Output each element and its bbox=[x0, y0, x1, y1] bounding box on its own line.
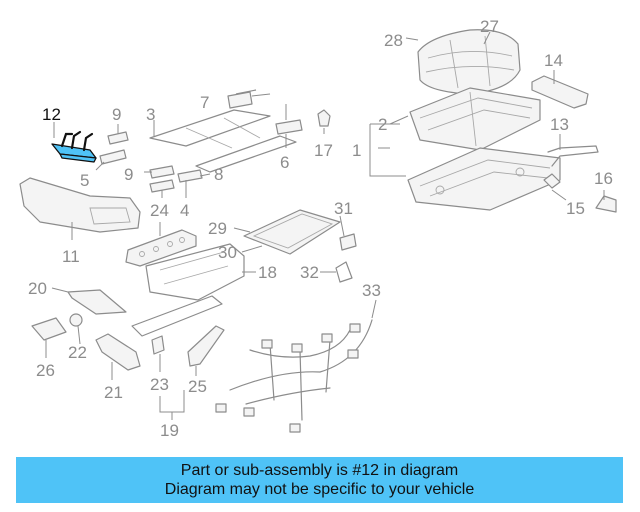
callout-26: 26 bbox=[36, 361, 55, 380]
part-track-3 bbox=[149, 109, 297, 173]
callout-9a: 9 bbox=[112, 105, 121, 124]
part-handle-21 bbox=[95, 333, 141, 371]
callout-13: 13 bbox=[550, 115, 569, 134]
callout-4: 4 bbox=[180, 201, 189, 220]
part-side-panel-11 bbox=[19, 177, 141, 233]
callout-7: 7 bbox=[200, 93, 209, 112]
callout-33: 33 bbox=[362, 281, 381, 300]
callout-5: 5 bbox=[80, 171, 89, 190]
part-4 bbox=[149, 179, 175, 193]
part-bracket-24 bbox=[125, 229, 197, 267]
part-mat-29-30 bbox=[243, 209, 341, 255]
callout-24: 24 bbox=[150, 201, 169, 220]
banner-line-part: Part or sub-assembly is #12 in diagram bbox=[180, 462, 459, 479]
part-7 bbox=[227, 91, 253, 109]
callout-30: 30 bbox=[218, 243, 237, 262]
callout-3: 3 bbox=[146, 105, 155, 124]
part-10 bbox=[235, 89, 257, 95]
callout-27: 27 bbox=[480, 17, 499, 36]
part-bracket-32 bbox=[335, 261, 353, 283]
callout-29: 29 bbox=[208, 219, 227, 238]
callout-11: 11 bbox=[62, 247, 80, 266]
callout-28: 28 bbox=[384, 31, 403, 50]
callout-8: 8 bbox=[214, 165, 223, 184]
callout-2: 2 bbox=[378, 115, 387, 134]
part-frame-18 bbox=[131, 243, 245, 337]
callout-23: 23 bbox=[150, 375, 169, 394]
callout-25: 25 bbox=[188, 377, 207, 396]
callout-12: 12 bbox=[42, 105, 61, 124]
part-harness-33 bbox=[215, 319, 373, 433]
part-trim-25 bbox=[187, 325, 225, 367]
part-cover-20 bbox=[67, 289, 127, 315]
callout-17: 17 bbox=[314, 141, 333, 160]
callout-14: 14 bbox=[544, 51, 563, 70]
part-tray-26 bbox=[31, 317, 67, 341]
part-8 bbox=[177, 169, 203, 183]
callout-1: 1 bbox=[352, 141, 361, 160]
part-6 bbox=[275, 119, 303, 135]
part-9a bbox=[107, 131, 129, 145]
callout-labels: 12 1 2 3 4 5 6 7 8 9 9 11 13 14 15 16 17… bbox=[28, 17, 613, 440]
part-12-highlighted bbox=[51, 130, 97, 163]
part-clip-15 bbox=[543, 173, 561, 189]
leader-lines bbox=[45, 31, 605, 420]
part-5 bbox=[99, 149, 127, 165]
callout-18: 18 bbox=[258, 263, 277, 282]
part-cover-16 bbox=[595, 195, 617, 213]
part-sensor-31 bbox=[339, 233, 357, 251]
callout-9b: 9 bbox=[124, 165, 133, 184]
callout-15: 15 bbox=[566, 199, 585, 218]
callout-20: 20 bbox=[28, 279, 47, 298]
callout-31: 31 bbox=[334, 199, 353, 218]
part-seat-frame-2 bbox=[409, 87, 541, 151]
part-clip-23 bbox=[151, 335, 165, 355]
part-knob-17 bbox=[317, 109, 331, 127]
callout-6: 6 bbox=[280, 153, 289, 172]
info-banner: Part or sub-assembly is #12 in diagram D… bbox=[16, 457, 623, 503]
callout-21: 21 bbox=[104, 383, 123, 402]
callout-16: 16 bbox=[594, 169, 613, 188]
part-seat-base-1 bbox=[407, 147, 561, 211]
part-rail-13 bbox=[547, 145, 599, 167]
part-bracket-14 bbox=[531, 75, 589, 109]
callout-22: 22 bbox=[68, 343, 87, 362]
callout-32: 32 bbox=[300, 263, 319, 282]
callout-19: 19 bbox=[160, 421, 179, 440]
banner-line-disclaimer: Diagram may not be specific to your vehi… bbox=[164, 481, 475, 498]
part-9b bbox=[149, 165, 175, 179]
part-cushion-27-28 bbox=[417, 29, 521, 95]
part-knob-22 bbox=[69, 313, 83, 327]
